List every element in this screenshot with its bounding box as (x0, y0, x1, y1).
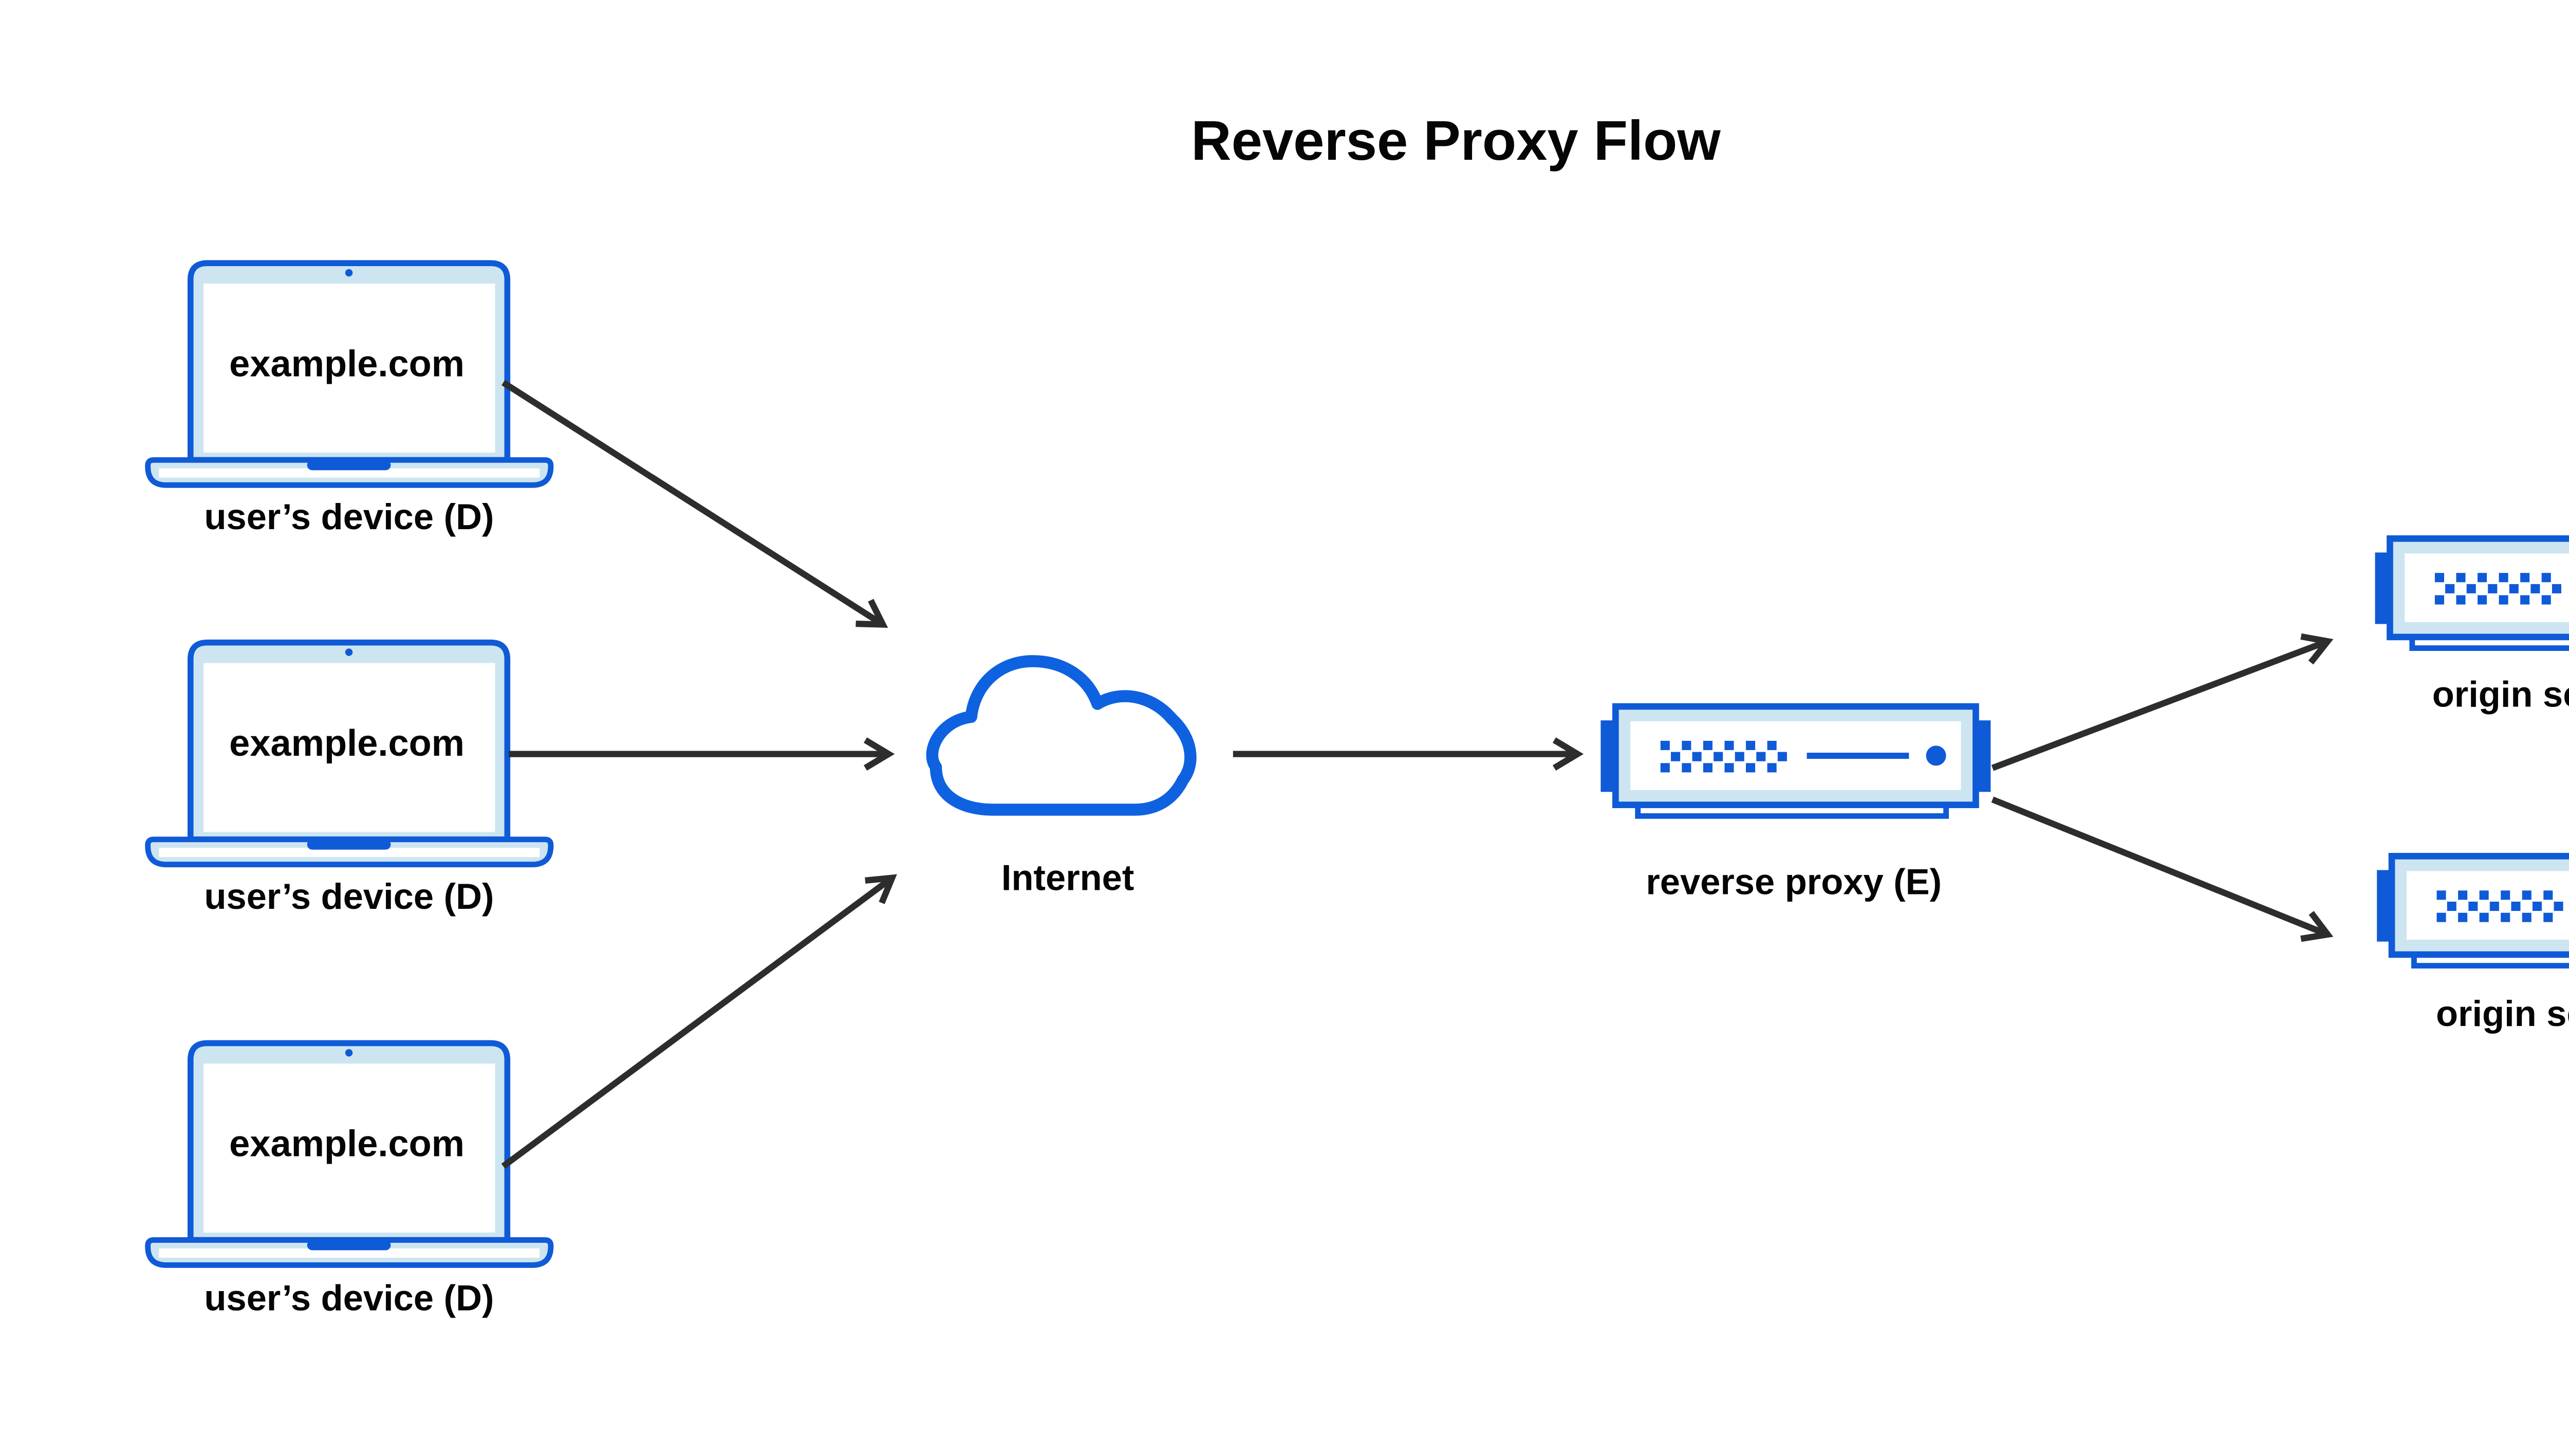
page-title: Reverse Proxy Flow (1191, 109, 1721, 172)
device-label: user’s device (D) (204, 876, 494, 917)
cloud-icon (926, 655, 1197, 816)
reverse-proxy-label: reverse proxy (E) (1646, 862, 1942, 902)
origin-server-label: origin server (F) (2432, 674, 2569, 714)
arrow-device3-to-internet (501, 874, 897, 1169)
device-screen-text: example.com (229, 343, 464, 384)
device-screen-text: example.com (229, 723, 464, 764)
server-icon (2377, 856, 2569, 965)
arrow-device1-to-internet (501, 380, 888, 628)
device-label: user’s device (D) (204, 496, 494, 537)
server-icon (2375, 538, 2569, 648)
node-user-device-1: example.com user’s device (D) (148, 263, 551, 537)
arrow-reverse-proxy-to-origin1 (1991, 633, 2334, 771)
arrow-reverse-proxy-to-origin2 (1991, 796, 2334, 942)
node-user-device-2: example.com user’s device (D) (148, 643, 551, 917)
node-reverse-proxy: reverse proxy (E) (1600, 706, 1990, 902)
node-origin-server-1: origin server (F) (2375, 538, 2569, 714)
internet-label: Internet (1001, 857, 1134, 898)
flow-arrows (501, 380, 2334, 1169)
server-icon (1600, 706, 1990, 816)
node-origin-server-2: origin server (F) (2377, 856, 2569, 1034)
device-screen-text: example.com (229, 1124, 464, 1165)
device-label: user’s device (D) (204, 1278, 494, 1318)
origin-server-label: origin server (F) (2436, 993, 2569, 1034)
node-user-device-3: example.com user’s device (D) (148, 1043, 551, 1318)
node-internet: Internet (926, 655, 1197, 898)
